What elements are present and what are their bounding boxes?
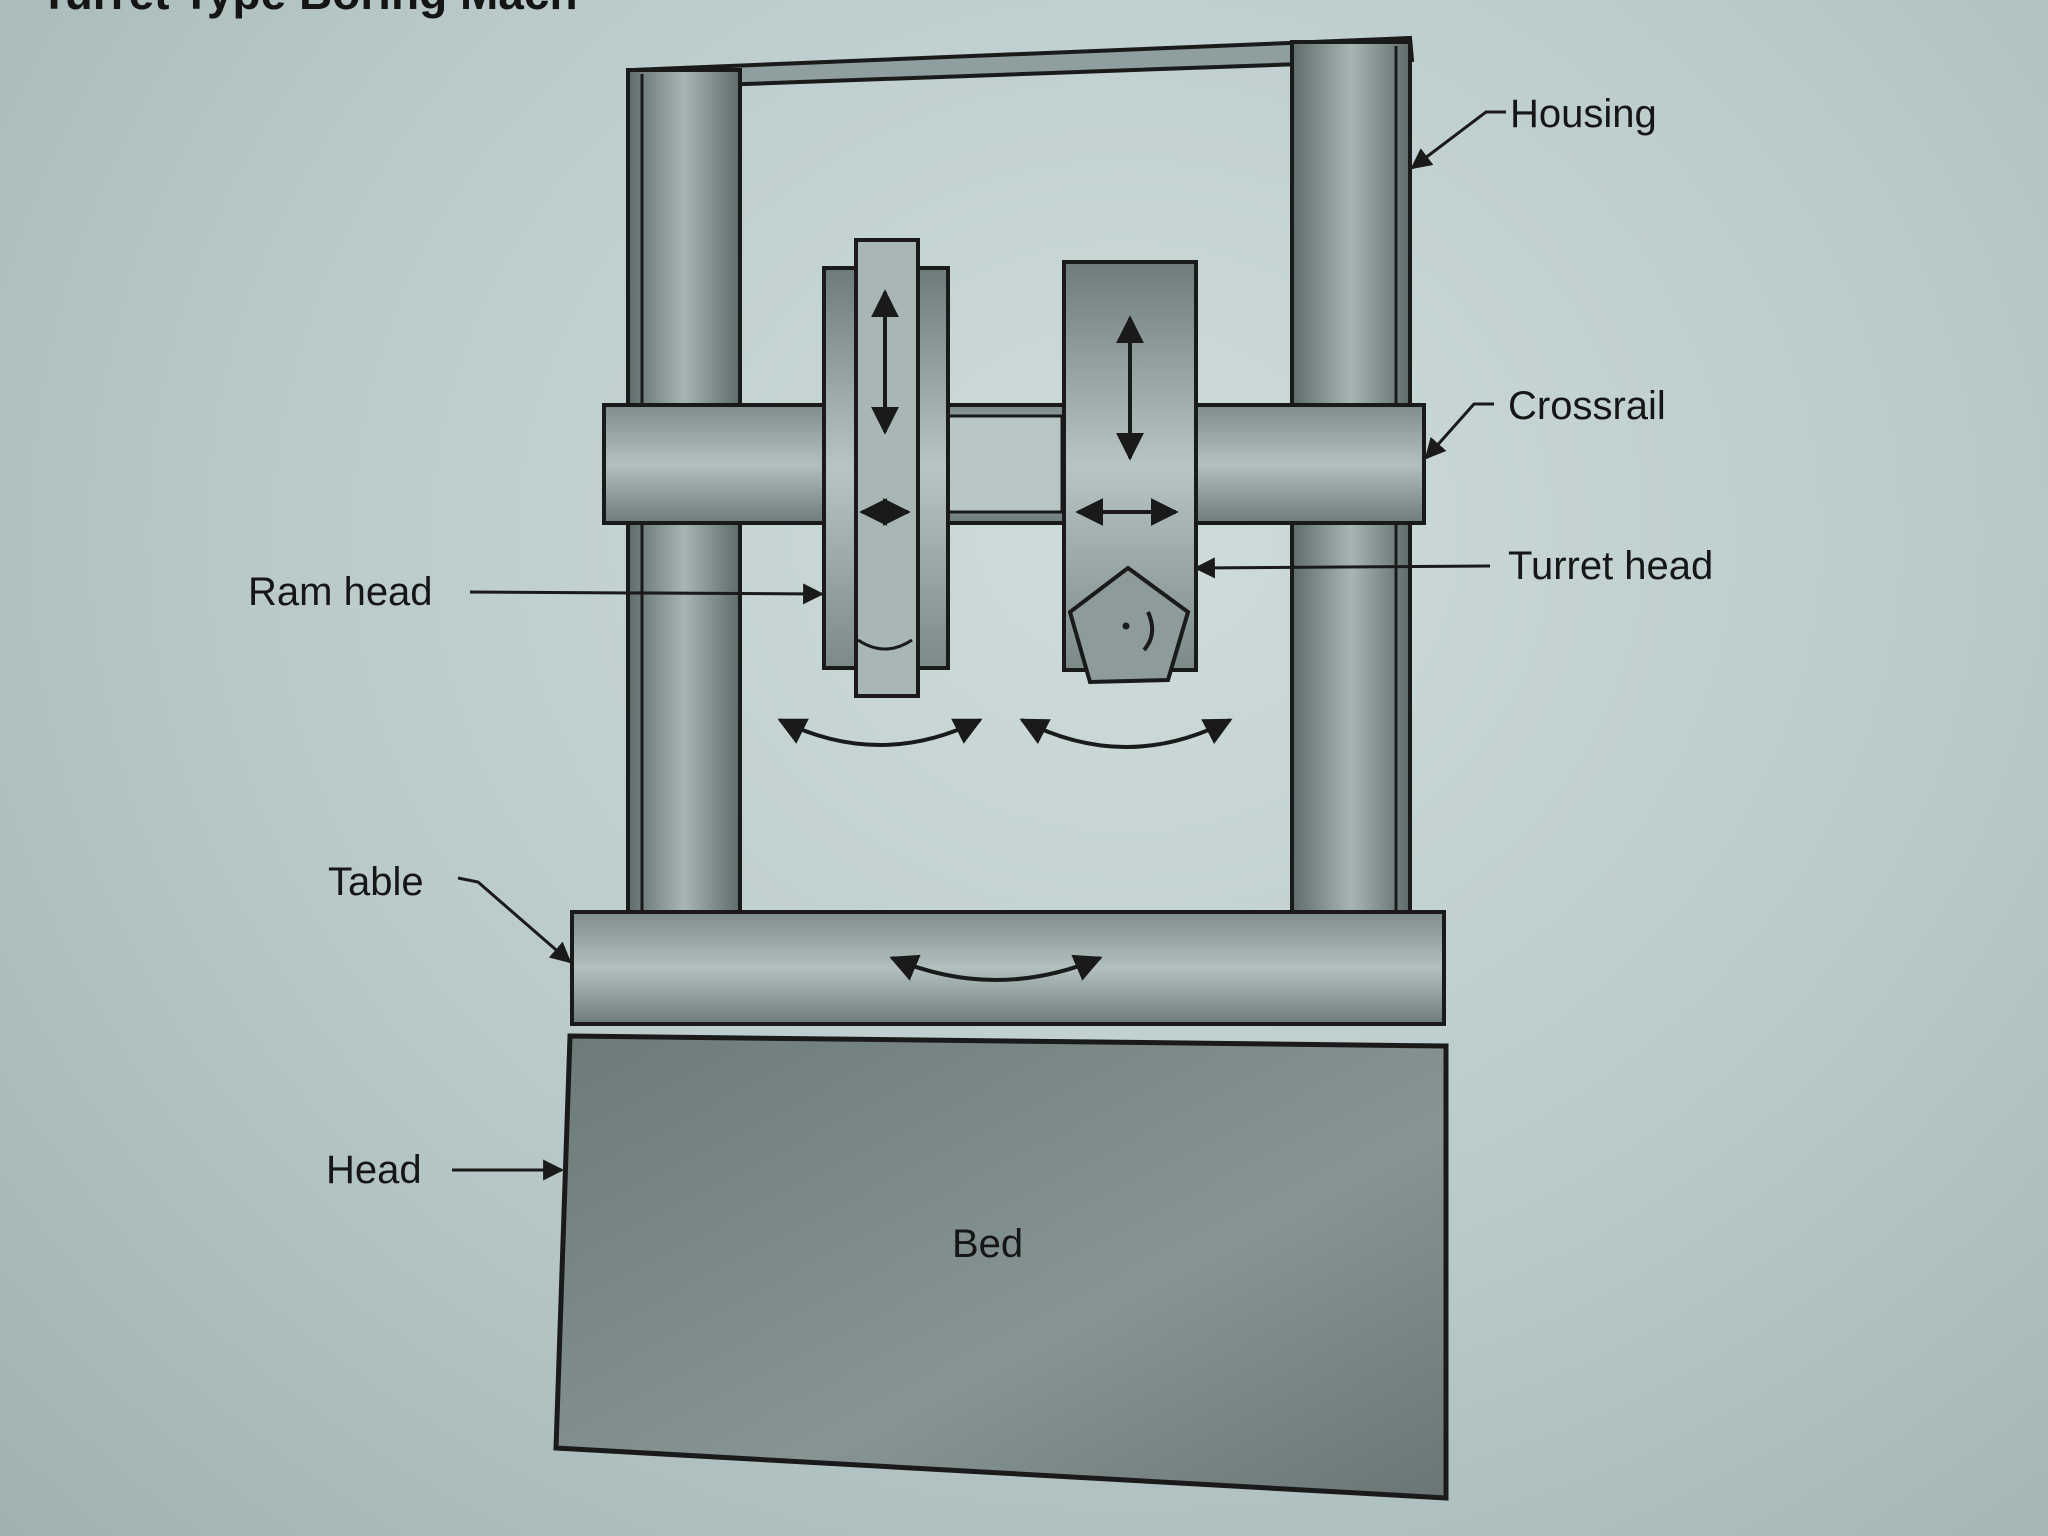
ram-swing-arrow [777, 718, 983, 747]
bed [553, 1033, 1449, 1501]
housing-leader [1410, 110, 1506, 170]
table [570, 910, 1446, 1026]
figure-heading: Turret Type Boring Mach [40, 0, 578, 20]
table-leader [457, 876, 572, 964]
label-ram-head: Ram head [248, 570, 433, 614]
turret-head-leader [1193, 557, 1491, 579]
label-housing: Housing [1510, 92, 1657, 136]
turret-swing-arrow [1019, 718, 1233, 749]
label-head: Head [326, 1148, 422, 1192]
label-table: Table [328, 860, 424, 904]
label-turret-head: Turret head [1508, 544, 1714, 588]
ram-head [822, 238, 950, 698]
ram-head-leader [469, 583, 825, 605]
turret-head [1062, 260, 1198, 685]
label-bed: Bed [952, 1222, 1024, 1266]
crossrail-leader [1424, 402, 1494, 460]
label-crossrail: Crossrail [1508, 384, 1666, 428]
